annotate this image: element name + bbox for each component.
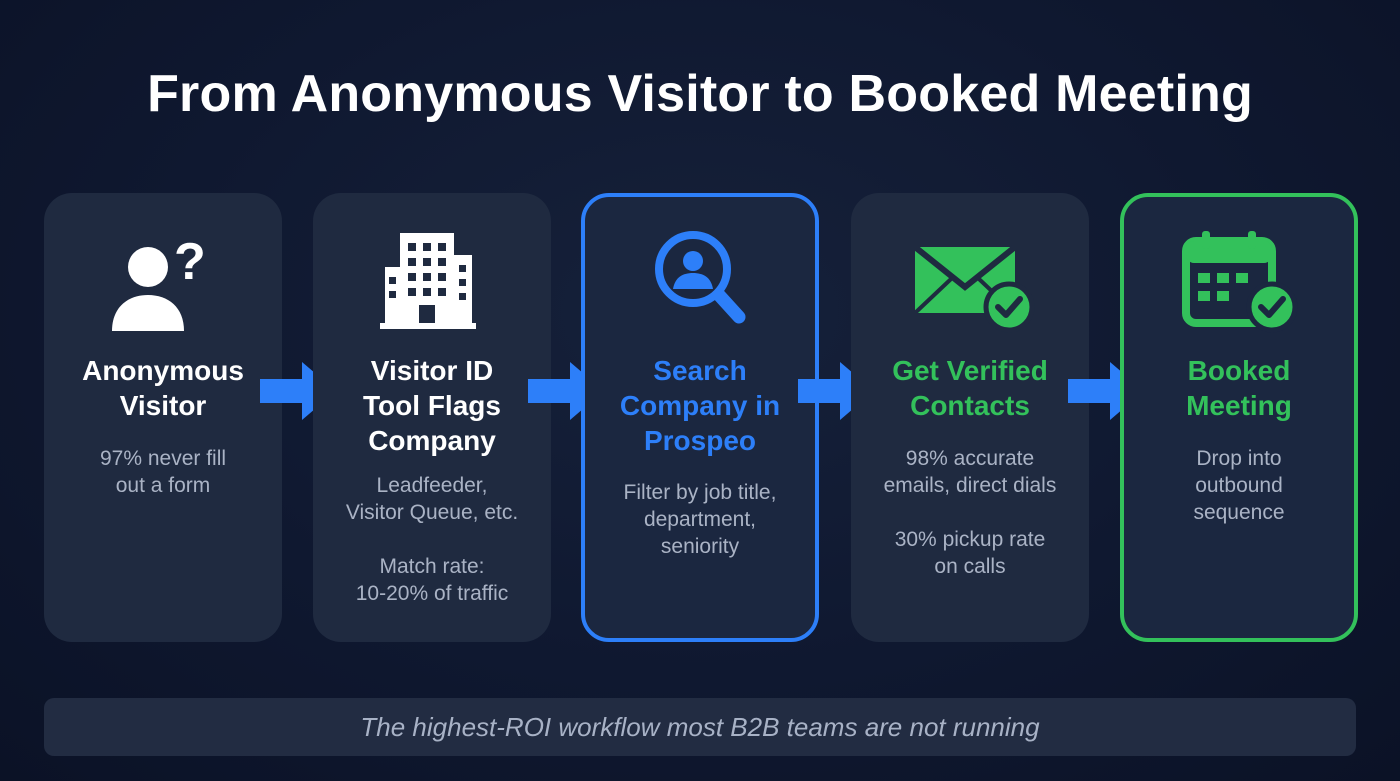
footer-caption: The highest-ROI workflow most B2B teams … <box>44 698 1356 756</box>
step-card-anonymous-visitor: ? Anonymous Visitor 97% never fill out a… <box>44 193 282 642</box>
step-description: Drop into outbound sequence <box>1193 447 1285 524</box>
step-title: Visitor ID Tool Flags Company <box>363 355 501 456</box>
step-card-verified-contacts: Get Verified Contacts 98% accurate email… <box>851 193 1089 642</box>
office-building-icon <box>367 227 497 337</box>
step-card-booked-meeting: Booked Meeting Drop into outbound sequen… <box>1120 193 1358 642</box>
step-title: Anonymous Visitor <box>82 355 244 421</box>
page-title: From Anonymous Visitor to Booked Meeting <box>147 65 1253 123</box>
step-title: Get Verified Contacts <box>892 355 1048 421</box>
step-description: 98% accurate emails, direct dials 30% pi… <box>883 447 1057 578</box>
step-card-visitor-id: Visitor ID Tool Flags Company Leadfeeder… <box>313 193 551 642</box>
envelope-check-icon <box>905 227 1035 337</box>
step-description: 97% never fill out a form <box>99 447 227 497</box>
step-title: Search Company in Prospeo <box>619 355 781 456</box>
step-card-search-company: Search Company in Prospeo Filter by job … <box>581 193 819 642</box>
step-description: Filter by job title, department, seniori… <box>623 481 777 558</box>
svg-text:?: ? <box>174 233 206 291</box>
person-question-icon: ? <box>98 227 228 337</box>
calendar-check-icon <box>1174 227 1304 337</box>
step-title: Booked Meeting <box>1186 355 1292 421</box>
step-description: Leadfeeder, Visitor Queue, etc. Match ra… <box>345 474 519 605</box>
person-search-icon <box>635 227 765 337</box>
